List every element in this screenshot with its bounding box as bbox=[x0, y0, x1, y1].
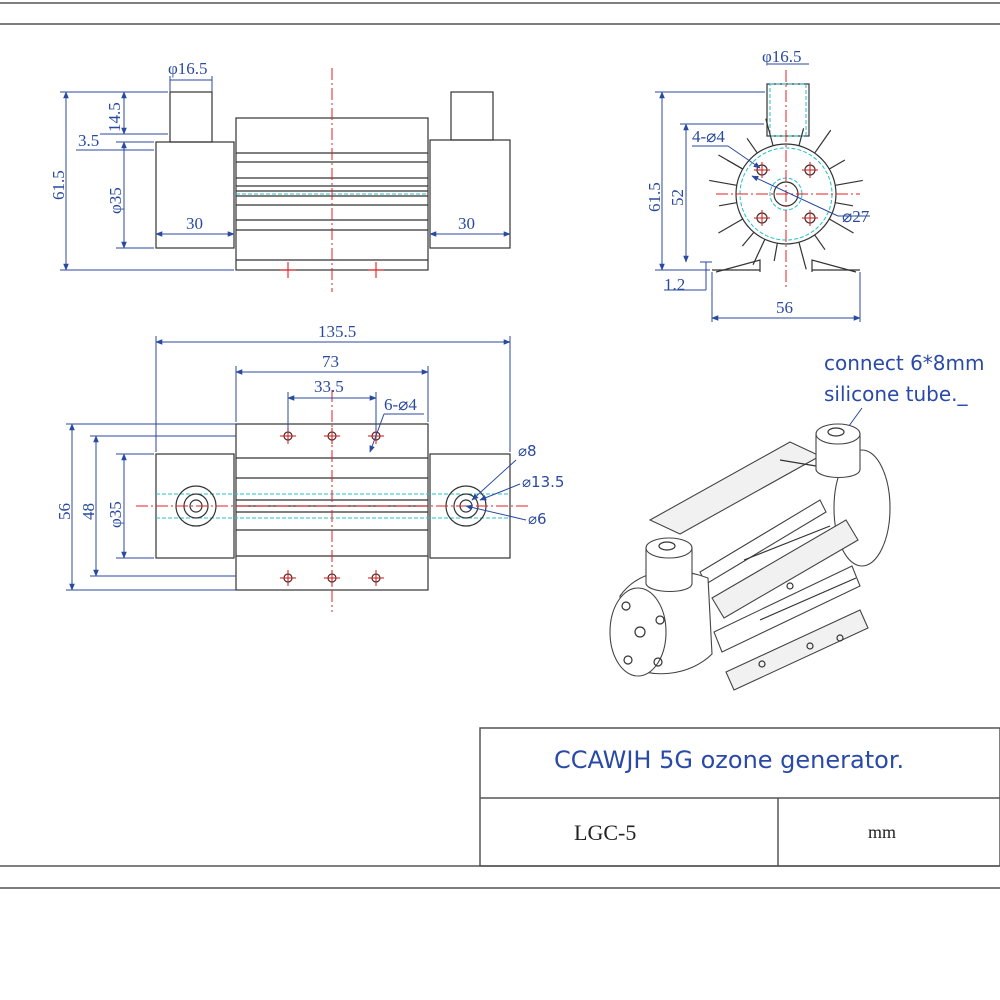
front-dim-body-dia: φ35 bbox=[106, 187, 125, 214]
title-block: CCAWJH 5G ozone generator. LGC-5 mm bbox=[479, 727, 1000, 867]
heat-sink-fin bbox=[741, 230, 756, 247]
heat-sink-fin bbox=[797, 128, 805, 148]
side-dim-core-dia: ⌀27 bbox=[842, 207, 870, 226]
top-dim-holes: 6-⌀4 bbox=[384, 395, 417, 414]
front-view: φ16.5 14.5 3.5 61.5 φ35 30 30 bbox=[49, 59, 511, 292]
side-dim-width: 56 bbox=[776, 298, 793, 317]
front-dim-total-height: 61.5 bbox=[49, 170, 68, 200]
side-dim-holes: 4-⌀4 bbox=[692, 127, 725, 146]
isometric-view: connect 6*8mm silicone tube._ bbox=[609, 351, 985, 691]
side-dim-fin-height: 52 bbox=[668, 189, 687, 206]
front-dim-tube-dia: φ16.5 bbox=[168, 59, 208, 78]
heat-sink-fin bbox=[718, 217, 745, 234]
top-dim-total-length: 135.5 bbox=[318, 322, 356, 341]
iso-note-line2: silicone tube._ bbox=[824, 382, 969, 406]
iso-note-line1: connect 6*8mm bbox=[824, 351, 985, 375]
title-block-title: CCAWJH 5G ozone generator. bbox=[554, 746, 904, 774]
front-dim-end-width-left: 30 bbox=[186, 214, 203, 233]
heat-sink-fin bbox=[827, 159, 846, 171]
top-dim-body-dia: φ35 bbox=[106, 501, 125, 528]
top-view: 135.5 73 33.5 6-⌀4 56 48 φ35 ⌀8 ⌀13.5 ⌀6 bbox=[55, 322, 564, 612]
top-dim-flange: ⌀13.5 bbox=[522, 473, 564, 491]
top-dim-hole-pitch: 33.5 bbox=[314, 377, 344, 396]
heat-sink-fin bbox=[752, 237, 767, 265]
front-dim-tube-height: 14.5 bbox=[105, 102, 124, 132]
heat-sink-fin bbox=[833, 179, 863, 187]
front-dim-step: 3.5 bbox=[78, 131, 99, 150]
top-dim-body-length: 73 bbox=[322, 352, 339, 371]
side-dim-total-height: 61.5 bbox=[645, 182, 664, 212]
heat-sink-fin bbox=[746, 137, 759, 156]
side-dim-base: 1.2 bbox=[664, 275, 685, 294]
heat-sink-fin bbox=[827, 217, 854, 234]
heat-sink-fin bbox=[718, 201, 739, 207]
heat-sink-fin bbox=[709, 179, 739, 187]
side-dim-tube-dia: φ16.5 bbox=[762, 47, 802, 66]
top-dim-width: 56 bbox=[55, 503, 74, 520]
heat-sink-fin bbox=[773, 241, 779, 262]
top-dim-inner-bore: ⌀6 bbox=[528, 510, 547, 528]
title-block-model: LGC-5 bbox=[574, 820, 636, 845]
heat-sink-fin bbox=[833, 201, 854, 207]
title-block-unit: mm bbox=[868, 822, 896, 842]
front-dim-end-width-right: 30 bbox=[458, 214, 475, 233]
heat-sink-fin bbox=[797, 240, 807, 270]
side-view: φ16.5 4-⌀4 61.5 52 ⌀27 1.2 56 bbox=[645, 47, 870, 322]
top-dim-inner-width: 48 bbox=[79, 503, 98, 520]
heat-sink-fin bbox=[813, 129, 832, 156]
heat-sink-fin bbox=[813, 232, 826, 251]
top-dim-bore: ⌀8 bbox=[518, 442, 537, 460]
heat-sink-fin bbox=[765, 118, 775, 148]
heat-sink-fin bbox=[726, 159, 745, 171]
